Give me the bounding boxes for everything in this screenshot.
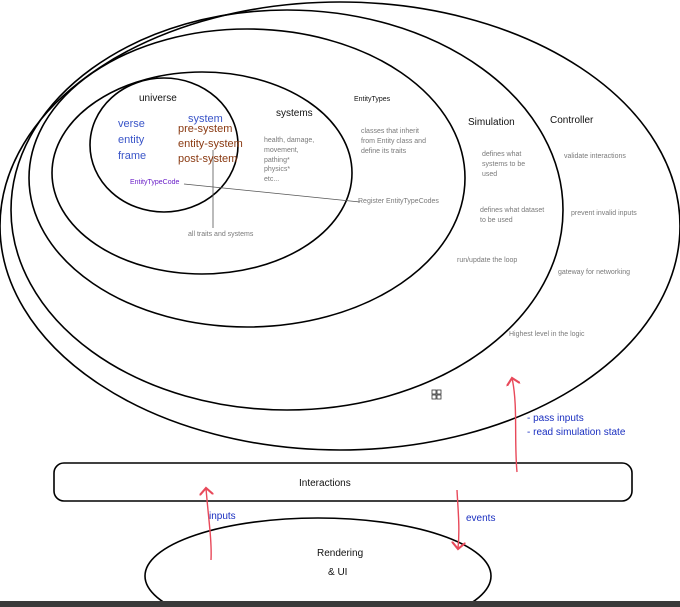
universe-ellipse — [89, 77, 239, 213]
systems-line-4: physics* — [264, 166, 291, 173]
grid-icon — [431, 389, 442, 400]
entity-label: entity — [118, 134, 145, 146]
register-label: Register EntityTypeCodes — [358, 198, 439, 205]
inputs-label: inputs — [209, 511, 236, 522]
rendering-ellipse — [144, 517, 492, 607]
register-connector-line — [183, 183, 361, 203]
frame-label: frame — [118, 150, 147, 162]
simulation-ellipse — [10, 9, 564, 411]
inputs-arrow — [206, 488, 211, 561]
entitytypes-line-3: define its traits — [361, 148, 407, 155]
controller-ellipse — [0, 1, 680, 451]
pre-system-label: pre-system — [178, 123, 233, 135]
entitytypes-ellipse — [28, 28, 466, 328]
sim-systems-line-1: defines what — [482, 151, 522, 158]
interactions-title: Interactions — [299, 478, 351, 489]
systems-line-3: pathing* — [264, 157, 290, 164]
read-state-label: - read simulation state — [527, 427, 626, 438]
rendering-line-2: & UI — [328, 567, 348, 578]
entitytypes-title: EntityTypes — [354, 96, 391, 103]
sim-dataset-line-1: defines what dataset — [480, 207, 545, 214]
sim-dataset-line-2: to be used — [480, 217, 513, 224]
run-loop-label: run/update the loop — [457, 257, 518, 264]
system-label: system — [188, 113, 223, 125]
interactions-box — [53, 462, 633, 502]
validate-label: validate interactions — [564, 153, 626, 160]
post-system-label: post-system — [178, 153, 238, 165]
systems-title: systems — [276, 108, 313, 119]
rendering-line-1: Rendering — [317, 548, 364, 559]
pass-inputs-label: - pass inputs — [527, 413, 584, 424]
pass-inputs-arrow — [512, 378, 517, 473]
entitytypes-line-1: classes that inherit — [361, 128, 419, 135]
systems-line-5: etc... — [264, 176, 280, 183]
highest-label: Highest level in the logic — [509, 331, 585, 338]
events-label: events — [466, 513, 496, 524]
sim-systems-line-2: systems to be — [482, 161, 526, 168]
events-arrow — [457, 489, 459, 549]
entity-type-code-label: EntityTypeCode — [130, 179, 180, 186]
entitytypes-line-2: from Entity class and — [361, 138, 426, 145]
all-traits-label: all traits and systems — [188, 231, 254, 238]
universe-title: universe — [139, 93, 177, 104]
simulation-title: Simulation — [468, 117, 515, 128]
entity-system-label: entity-system — [178, 138, 243, 150]
sim-systems-line-3: used — [482, 171, 498, 178]
systems-line-1: health, damage, — [264, 137, 315, 144]
controller-title: Controller — [550, 115, 594, 126]
bottom-bar — [0, 601, 680, 607]
verse-label: verse — [118, 118, 145, 130]
gateway-label: gateway for networking — [558, 269, 630, 276]
systems-line-2: movement, — [264, 147, 299, 154]
systems-ellipse — [51, 71, 353, 275]
prevent-label: prevent invalid inputs — [571, 210, 637, 217]
